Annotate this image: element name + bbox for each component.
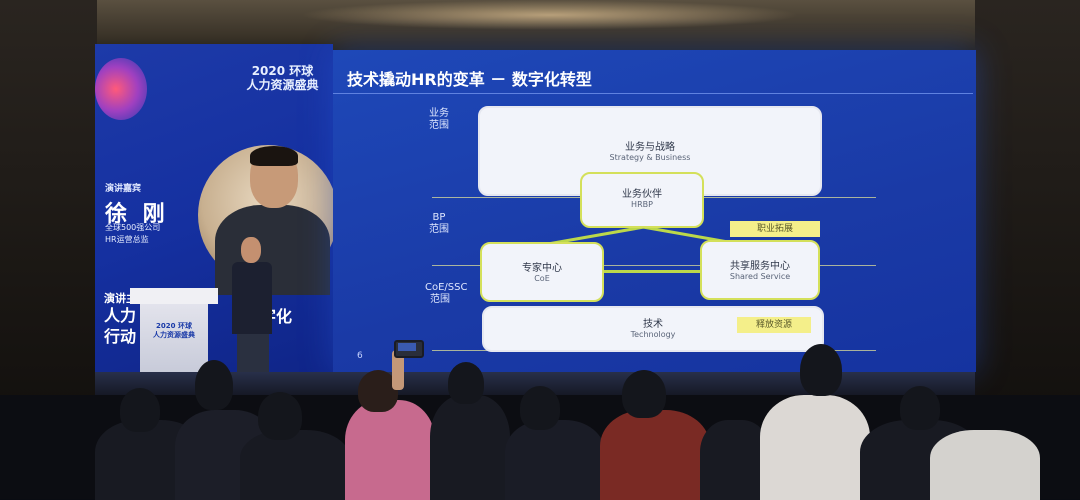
ceiling-light (300, 0, 800, 30)
audience-head (358, 370, 398, 412)
event-logo-line1: 2020 环球 (251, 64, 314, 78)
row-label-bp: BP范围 (429, 212, 449, 235)
connector-coe-ssc (600, 270, 703, 273)
speaker-name: 徐 刚 (105, 202, 169, 227)
audience-head (120, 388, 160, 432)
speaker-label: 演讲嘉宾 (105, 184, 142, 194)
audience-head (258, 392, 302, 440)
phone-screen (398, 343, 416, 351)
slide-page-number: 6 (357, 351, 363, 361)
speaker-title-line2: HR运营总监 (105, 235, 149, 244)
audience-member (700, 420, 770, 500)
audience-head (195, 360, 233, 410)
audience-member-pink (345, 400, 435, 500)
audience-head (800, 344, 842, 396)
banner-decoration (95, 58, 147, 120)
audience-member (430, 395, 510, 500)
box-hrbp-cn: 业务伙伴 (622, 189, 662, 200)
box-ssc-en: Shared Service (729, 272, 791, 281)
slide-title-rule (333, 93, 973, 94)
audience-head (622, 370, 666, 418)
podium-logo-line1: 2020 环球 (156, 322, 192, 330)
box-technology-cn: 技术 (643, 319, 663, 330)
box-ssc-cn: 共享服务中心 (730, 261, 790, 272)
event-logo-line2: 人力资源盛典 (246, 78, 319, 92)
portrait-hair (250, 146, 298, 166)
audience-head (448, 362, 484, 404)
talk-title-line1: 演讲主 (104, 292, 137, 305)
box-strategy-en: Strategy & Business (609, 153, 691, 162)
tag-career: 职业拓展 (730, 221, 820, 237)
row-label-coe-ssc: CoE/SSC范围 (425, 282, 468, 305)
box-hrbp-en: HRBP (631, 200, 653, 209)
audience-member-white (760, 395, 870, 500)
talk-title-line3: 行动 (104, 327, 137, 346)
box-technology-en: Technology (630, 330, 676, 339)
tag-release: 释放资源 (737, 317, 811, 333)
audience-member (600, 410, 710, 500)
box-coe-cn: 专家中心 (522, 263, 562, 274)
box-hrbp: 业务伙伴 HRBP (580, 172, 704, 228)
audience-member-white (930, 430, 1040, 500)
talk-title-line2: 人力 (104, 306, 137, 325)
audience-head (900, 386, 940, 430)
box-strategy-cn: 业务与战略 (625, 142, 675, 153)
speaker-title-line1: 全球500强公司 (105, 223, 161, 232)
raised-arm (392, 350, 404, 390)
row-divider-2 (432, 265, 876, 266)
podium-logo: 2020 环球 人力资源盛典 (146, 322, 202, 340)
row-label-business: 业务范围 (429, 108, 449, 131)
presenter-head (241, 237, 261, 263)
audience-member (240, 430, 350, 500)
box-ssc: 共享服务中心 Shared Service (700, 240, 820, 300)
box-coe-en: CoE (534, 274, 550, 283)
event-logo: 2020 环球 人力资源盛典 (235, 64, 330, 92)
podium-logo-line2: 人力资源盛典 (153, 331, 195, 339)
audience-head (520, 386, 560, 430)
slide-title: 技术撬动HR的变革 － 数字化转型 (347, 70, 592, 89)
audience-member (505, 420, 605, 500)
presenter (232, 262, 272, 334)
box-coe: 专家中心 CoE (480, 242, 604, 302)
podium-top (130, 288, 218, 304)
